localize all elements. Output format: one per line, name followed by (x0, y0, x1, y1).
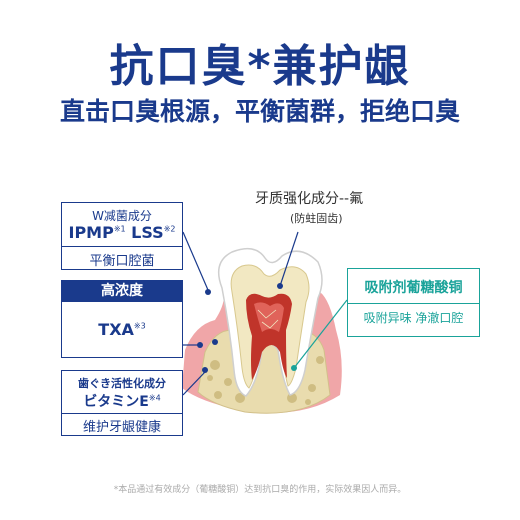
bacteria-box-divider (62, 246, 182, 247)
ingredient-txa: TXA (98, 320, 134, 339)
bacteria-box-heading: W减菌成分 (92, 209, 152, 223)
enamel-sub: (防蛀固齿) (290, 212, 343, 225)
gum-box-heading: 歯ぐき活性化成分 (78, 377, 166, 390)
note-mark-1: ※1 (113, 224, 126, 234)
enamel-label: 牙质强化成分--氟 (255, 191, 364, 207)
note-mark-2: ※2 (163, 224, 176, 234)
footnote: *本品通过有效成分（葡糖酸铜）达到抗口臭的作用，实际效果因人而异。 (113, 485, 407, 495)
copper-title: 吸附剂葡糖酸铜 (364, 280, 463, 296)
pulp-veins (257, 309, 279, 329)
page-subtitle: 直击口臭根源，平衡菌群，拒绝口臭 (59, 97, 460, 126)
bacteria-box-benefit: 平衡口腔菌 (89, 254, 155, 269)
gum-box: 歯ぐき活性化成分 ビタミンE※4 维护牙龈健康 (61, 370, 183, 436)
note-mark-3: ※3 (133, 321, 146, 331)
txa-box: TXA※3 (61, 302, 183, 358)
ingredient-lss: LSS (125, 223, 164, 242)
gum-box-benefit: 维护牙龈健康 (82, 420, 161, 435)
bacteria-box-ingredients: IPMP※1 LSS※2 (62, 223, 182, 242)
high-concentration-band: 高浓度 (61, 280, 183, 302)
copper-box: 吸附剂葡糖酸铜 吸附异味 净澈口腔 (347, 268, 480, 337)
copper-benefit: 吸附异味 净澈口腔 (363, 311, 464, 325)
connector-copper (293, 299, 348, 369)
connector-lines (182, 231, 299, 396)
marker-dots (197, 283, 297, 373)
gum-box-ingredient: ビタミンE※4 (62, 391, 182, 411)
page-title: 抗口臭*兼护龈 (109, 41, 411, 92)
bacteria-box: W减菌成分 IPMP※1 LSS※2 平衡口腔菌 (61, 202, 183, 270)
gum-box-divider (62, 413, 182, 414)
ingredient-vitamin-e: ビタミンE (83, 394, 149, 410)
note-mark-4: ※4 (148, 393, 161, 403)
txa-ingredient: TXA※3 (62, 320, 182, 339)
ingredient-ipmp: IPMP (68, 223, 114, 242)
tooth-pulp-inner (254, 302, 284, 332)
copper-divider (348, 303, 479, 304)
